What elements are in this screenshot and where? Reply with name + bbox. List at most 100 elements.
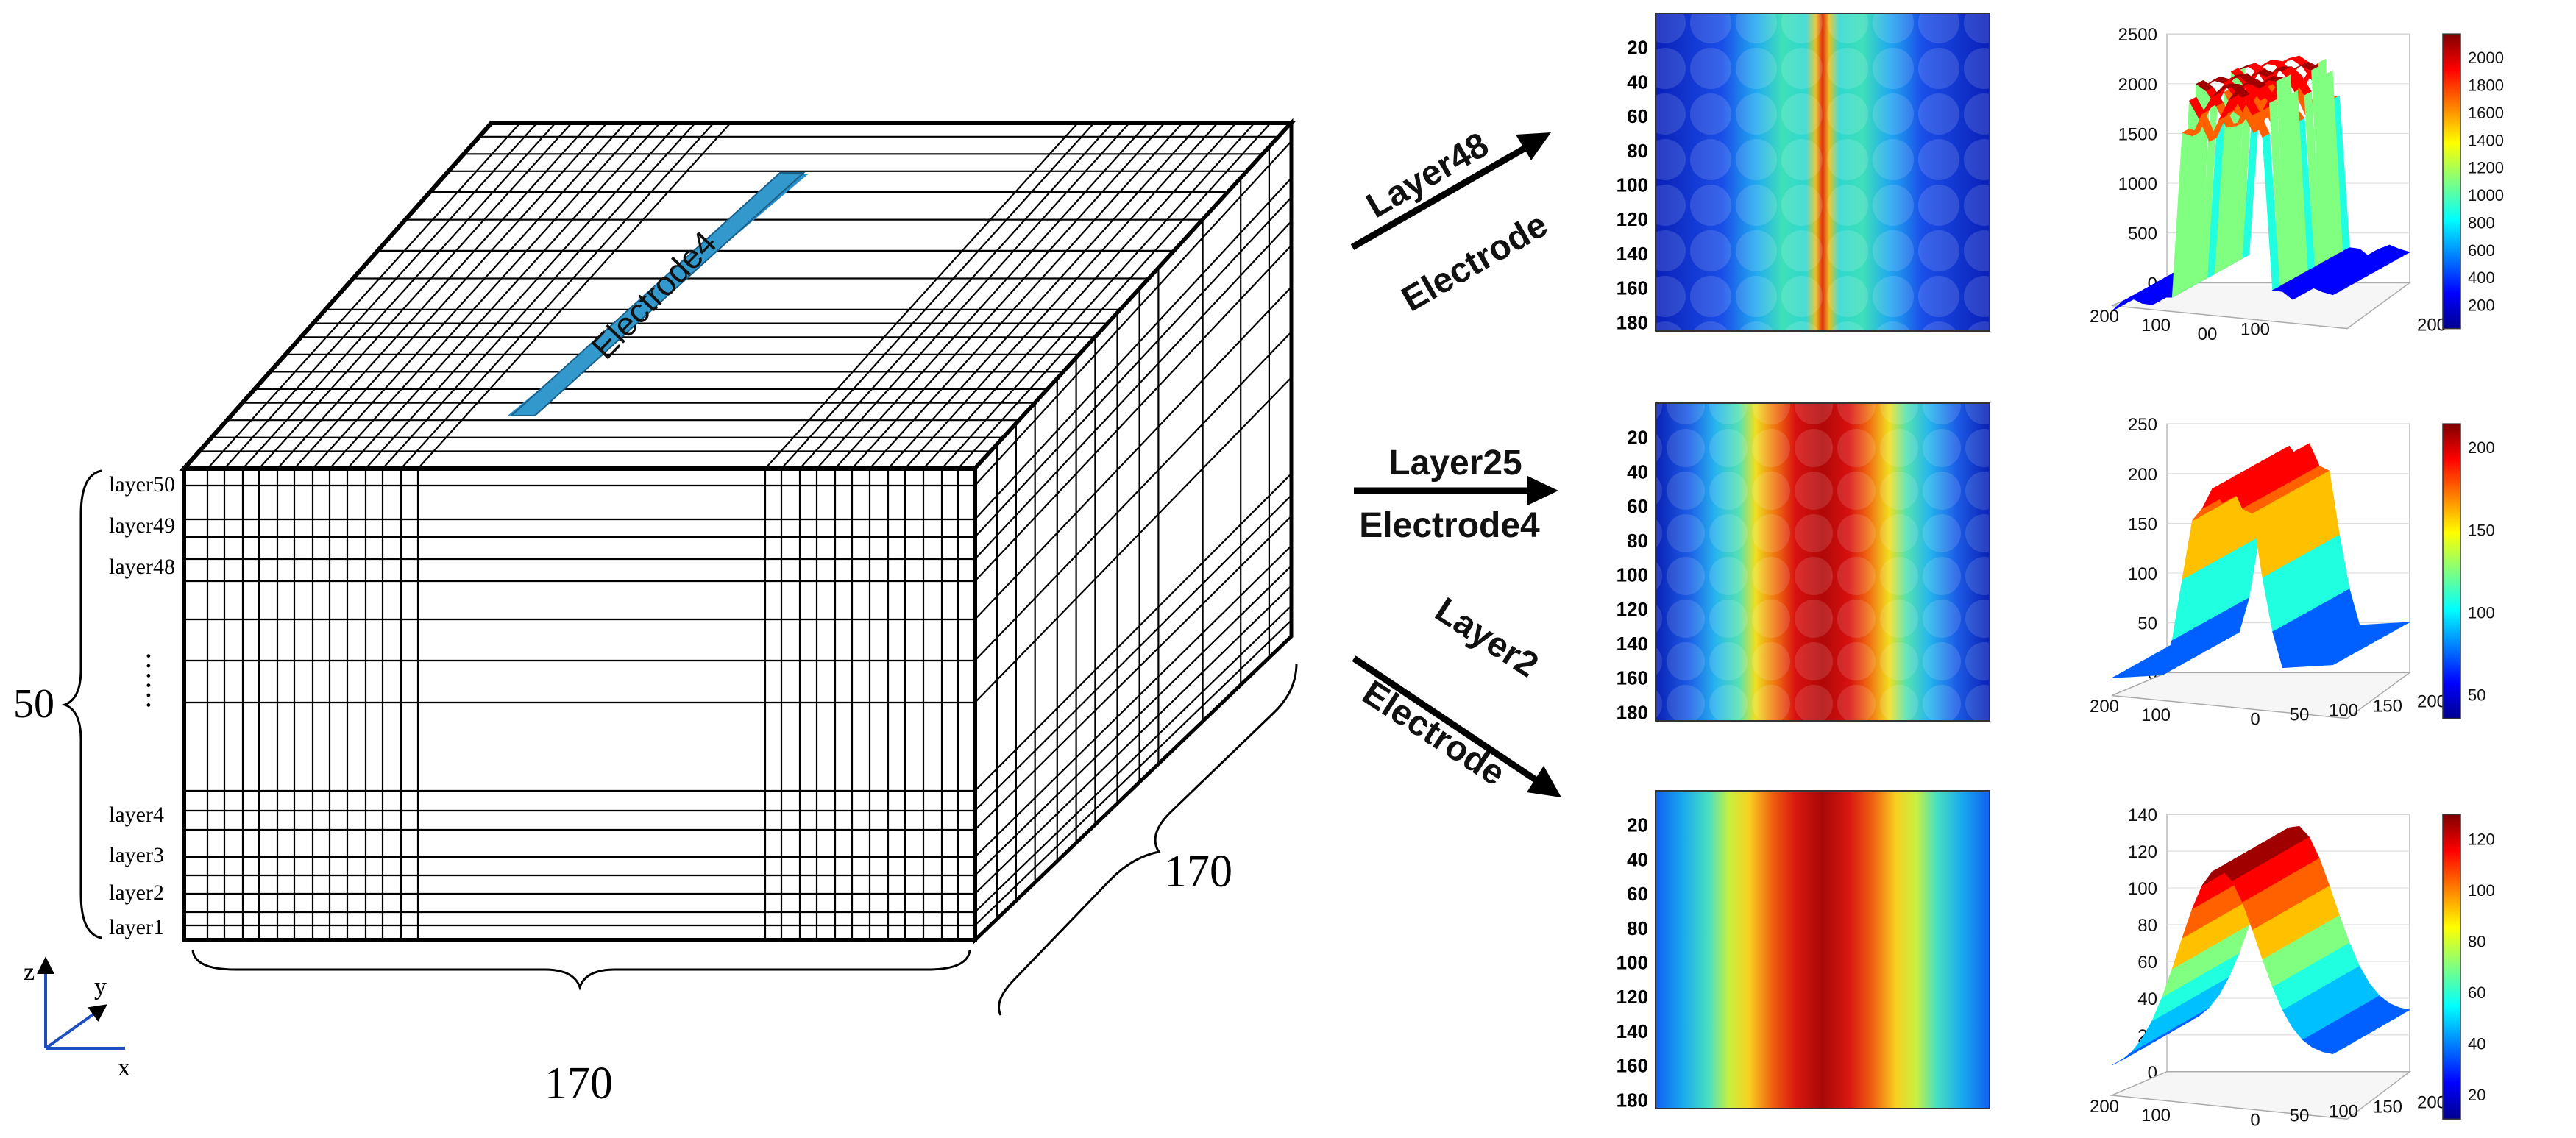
right-hline: [974, 619, 1292, 926]
surface-patch: [2322, 661, 2341, 666]
top-dline: [799, 122, 1113, 469]
top-dline: [242, 122, 556, 469]
surface-floor: [2110, 1071, 2412, 1120]
top-dline: [382, 122, 696, 469]
surface-ztick: 250: [2128, 415, 2157, 435]
heatmap-ytick: 160: [1617, 277, 1648, 299]
surface-patch: [2378, 630, 2396, 635]
heatmap-ytick: 140: [1617, 243, 1648, 265]
surface-colorbar-tick: 20: [2468, 1086, 2485, 1104]
layers-brace: [61, 469, 102, 939]
surface-colorbar-tick: 200: [2468, 438, 2495, 457]
arrow-layer48: Layer48 Electrode: [1350, 125, 1554, 319]
surface-colorbar-tick: 2000: [2468, 49, 2504, 67]
surface-colorbar-tick: 1600: [2468, 104, 2504, 122]
right-hline: [974, 545, 1292, 858]
heatmap-ytick: 60: [1627, 105, 1648, 127]
surface-ztick: 2000: [2118, 75, 2157, 95]
arrow-layer25-bottom-label: Electrode4: [1359, 506, 1540, 545]
heatmap-ytick: 40: [1627, 71, 1648, 93]
box-front-face: [182, 466, 977, 942]
surface-ztick: 60: [2137, 953, 2157, 972]
surface-xtick-right: 50: [2290, 705, 2310, 725]
width-label: 170: [544, 1059, 613, 1109]
surface-ztick: 1000: [2118, 174, 2157, 194]
layer-label-50: layer50: [109, 472, 175, 497]
right-hline: [974, 473, 1292, 792]
right-hline: [974, 141, 1292, 486]
right-hline: [974, 377, 1292, 703]
surface-ztick: 80: [2137, 916, 2157, 936]
heatmap-ytick: 100: [1617, 952, 1648, 974]
arrow-layer2-bottom-label: Electrode: [1355, 673, 1511, 794]
surface-ztick: 100: [2128, 879, 2157, 899]
heatmap-ytick: 120: [1617, 598, 1648, 620]
axis-x-label: x: [118, 1054, 130, 1081]
surface-plot-2: 2502001501005002001000501001502002001501…: [2090, 415, 2495, 729]
surface-colorbar-tick: 200: [2468, 296, 2495, 315]
layer-label-4: layer4: [109, 803, 164, 827]
surface-colorbar: [2442, 33, 2461, 330]
top-dline: [957, 122, 1271, 469]
layer-label-49: layer49: [109, 513, 175, 538]
surface-colorbar-tick: 100: [2468, 603, 2495, 622]
surface-patch: [2321, 1048, 2341, 1055]
arrow-layer2: Layer2 Electrode: [1352, 591, 1561, 797]
surface-xtick-left: 200: [2090, 1097, 2119, 1117]
heatmap-ytick: 140: [1617, 1020, 1648, 1042]
surface-patch: [2121, 1047, 2140, 1061]
surface-ztick: 2500: [2118, 25, 2157, 45]
surface-colorbar-tick: 50: [2468, 686, 2485, 705]
width-brace: [191, 950, 971, 991]
surface-colorbar-tick: 1800: [2468, 77, 2504, 95]
top-dline: [834, 122, 1149, 469]
heatmap-ytick: 20: [1627, 814, 1648, 836]
top-dline: [764, 122, 1079, 469]
arrow-layer2-top-label: Layer2: [1428, 591, 1545, 686]
heatmap-2-texture: [1656, 403, 1990, 721]
right-hline: [974, 221, 1292, 560]
surface-xtick-left: 100: [2141, 1106, 2171, 1125]
arrow-layer25: Layer25 Electrode4: [1354, 444, 1558, 545]
surface-xtick-right: 100: [2240, 320, 2270, 340]
surface-colorbar: [2442, 423, 2461, 719]
surface-ztick: 140: [2128, 806, 2157, 825]
surface-xtick-right: 200: [2417, 692, 2447, 712]
surface-ztick: 150: [2128, 514, 2157, 534]
electrode-strip-body: [509, 172, 806, 416]
top-dline: [365, 122, 679, 469]
surface-patch: [2385, 625, 2403, 631]
top-dline: [224, 122, 538, 469]
surface-colorbar: [2442, 814, 2461, 1120]
layer-label-1: layer1: [109, 915, 164, 939]
surface-colorbar-tick: 100: [2468, 881, 2495, 900]
surface-xtick-left: 100: [2141, 705, 2171, 725]
surface-patch: [2357, 641, 2375, 647]
surface-xtick-right: 100: [2329, 701, 2358, 721]
right-hline: [974, 286, 1292, 620]
surface-xtick-left: 200: [2090, 697, 2119, 716]
surface-xtick-right: 100: [2329, 1101, 2358, 1121]
surface-colorbar-tick: 40: [2468, 1035, 2485, 1053]
top-dline: [851, 122, 1165, 469]
layer-label-2: layer2: [109, 881, 164, 905]
top-dline: [207, 122, 521, 469]
heatmap-ytick: 120: [1617, 986, 1648, 1008]
top-dline: [417, 122, 731, 469]
surface-patch: [2321, 288, 2341, 296]
right-hline: [974, 177, 1292, 520]
surface-xtick-left: 200: [2090, 307, 2119, 327]
surface-colorbar-tick: 1200: [2468, 159, 2504, 177]
layers-count-label: 50: [13, 681, 54, 727]
heatmap-1-texture: [1656, 13, 1990, 331]
right-hline: [974, 565, 1292, 876]
heatmap-ytick: 160: [1617, 1055, 1648, 1077]
surface-patch: [2392, 622, 2410, 627]
heatmap-ytick: 180: [1617, 311, 1648, 333]
surface-colorbar-tick: 400: [2468, 269, 2495, 287]
top-dline: [294, 122, 608, 469]
surface-patch: [2364, 637, 2382, 643]
heatmap-ytick: 60: [1627, 883, 1648, 905]
heatmap-ytick: 100: [1617, 174, 1648, 196]
surface-xtick-right: 150: [2373, 697, 2402, 716]
